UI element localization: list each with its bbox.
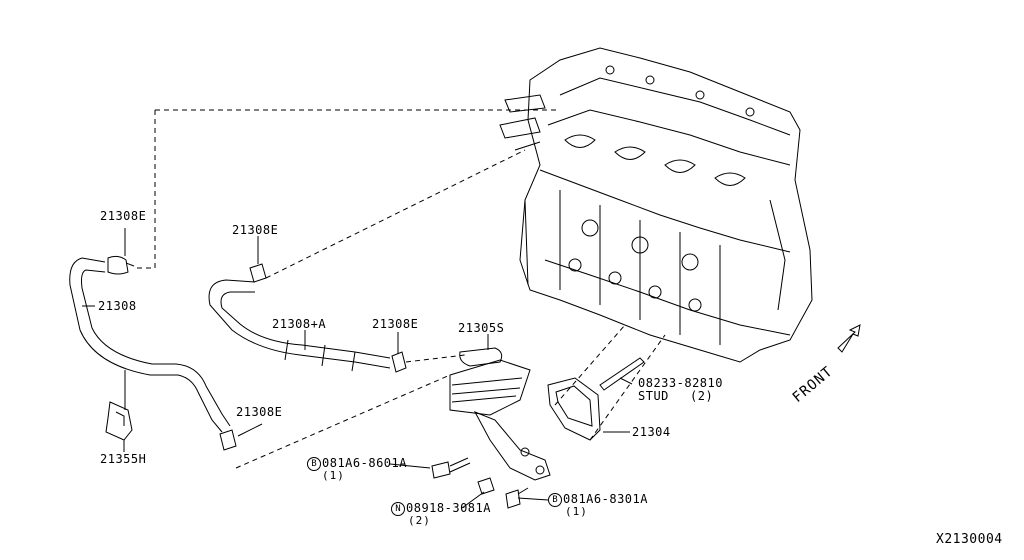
label-21308e-right: 21308E (372, 317, 419, 331)
label-21305s: 21305S (458, 321, 505, 335)
bolt-081a6-8601a (431, 457, 471, 479)
label-stud-qty: (2) (690, 389, 714, 403)
label-bolt1-part-number: 081A6-8601A (322, 456, 407, 470)
clamp-21308e-top (107, 255, 135, 275)
nut-08918-3081a (477, 477, 495, 495)
label-bolt2-qty: (1) (565, 505, 588, 518)
bolt-b-icon-2: B (548, 493, 562, 507)
oil-cooler-21305s (449, 347, 551, 481)
label-21304: 21304 (632, 425, 671, 439)
clamp-21308e-mid (249, 263, 267, 283)
label-21308: 21308 (98, 299, 137, 313)
bolt-081a6-8301a (505, 487, 529, 509)
diagram-id: X2130004 (936, 532, 1003, 547)
label-stud-text: STUD (638, 389, 669, 403)
clamp-21308e-right (391, 351, 407, 373)
label-21308e-mid: 21308E (232, 223, 279, 237)
bracket-21355h (105, 401, 133, 441)
nut-n-icon: N (391, 502, 405, 516)
label-nut-part-number: 08918-3081A (406, 501, 491, 515)
label-nut-qty: (2) (408, 514, 431, 527)
label-bolt2-part-number: 081A6-8301A (563, 492, 648, 506)
hose-21308 (69, 257, 231, 433)
label-21355h: 21355H (100, 452, 147, 466)
label-stud-part-number: 08233-82810 (638, 376, 723, 390)
label-21308e-low: 21308E (236, 405, 283, 419)
dashed-connectors (133, 109, 666, 469)
label-bolt1-qty: (1) (322, 469, 345, 482)
bolt-b-icon: B (307, 457, 321, 471)
clamp-21308e-low (219, 429, 237, 451)
label-21308a: 21308+A (272, 317, 327, 331)
leader-lines (82, 228, 633, 509)
stud (599, 357, 645, 391)
front-arrow-icon (837, 324, 861, 353)
engine-block (499, 47, 813, 363)
hose-21308a (208, 279, 391, 372)
gasket-21304 (547, 377, 601, 441)
label-21308e-top: 21308E (100, 209, 147, 223)
